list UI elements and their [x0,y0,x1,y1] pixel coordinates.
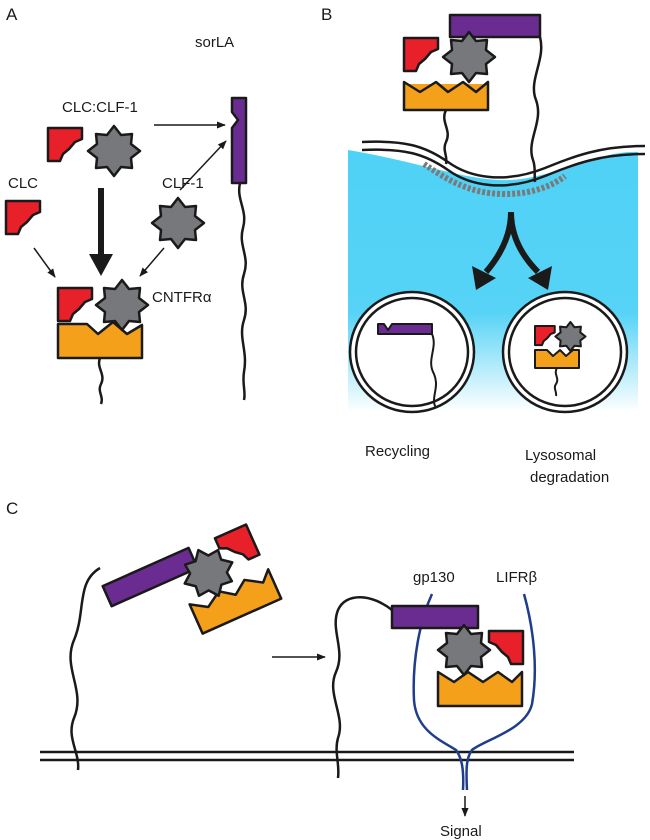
arrow-clf1-to-cntfr [139,247,165,277]
cntfr-label: CNTFRα [152,289,212,306]
clathrin-coat [422,161,567,198]
lifr-label: LIFRβ [496,569,538,586]
signal-label: Signal [440,823,482,840]
plasma-membrane-c [40,750,574,762]
lysosomal-label: Lysosomal [525,447,596,464]
clc-label: CLC [8,175,38,192]
sorla-complex-at-membrane [402,13,543,183]
lifr-beta-receptor [465,593,537,791]
arrow-complex-to-cntfr [89,188,113,276]
clc-clf1-complex [46,124,142,178]
clc-clf1-label: CLC:CLF-1 [62,99,138,116]
cntfr-tripartite-complex [56,278,150,405]
recycling-endosome [348,290,476,414]
lysosome [501,290,629,414]
arrow-clf1-to-sorla [179,140,227,191]
recycling-label: Recycling [365,443,430,460]
sorting-split-arrow [472,211,552,290]
sorla-label: sorLA [195,34,234,51]
sorla-receptor-a [230,96,248,401]
sorla-signaling-complex [331,596,525,779]
degradation-label: degradation [530,469,609,486]
panel-label-b: B [321,5,332,24]
clf1-protein [150,196,206,250]
arrow-clc-to-cntfr [33,247,56,278]
panel-label-a: A [6,5,18,24]
gp130-label: gp130 [413,569,455,586]
sorla-complex-c [69,523,283,771]
clc-protein [4,199,42,236]
clf1-label: CLF-1 [162,175,204,192]
plasma-membrane-b [361,140,646,187]
gp130-receptor [412,593,465,791]
panel-label-c: C [6,499,18,518]
